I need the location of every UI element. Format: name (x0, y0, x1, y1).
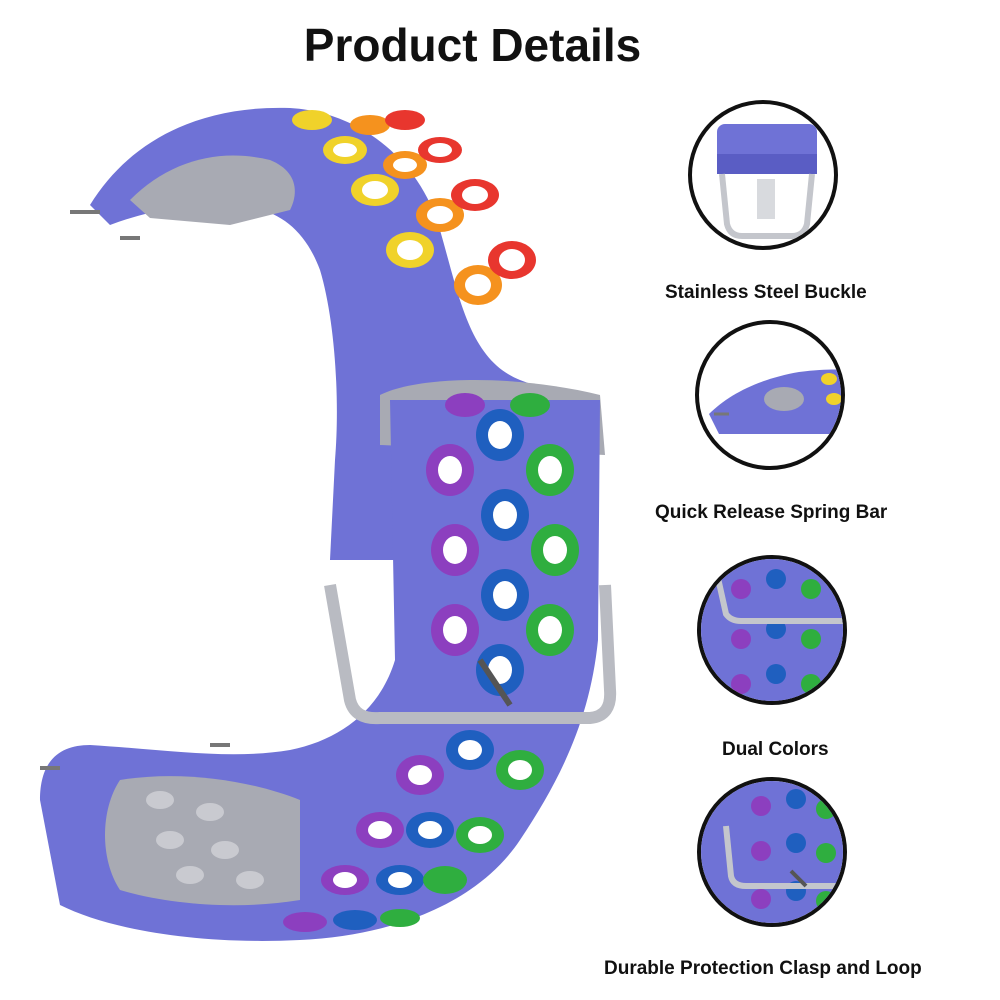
clasp-loop-closeup-icon (701, 781, 843, 923)
detail-circle-buckle (688, 100, 838, 250)
detail-circle-dual-colors (697, 555, 847, 705)
steel-buckle (324, 583, 617, 725)
page-title: Product Details (303, 19, 642, 71)
detail-circle-clasp-loop (697, 777, 847, 927)
detail-circle-spring-bar (695, 320, 845, 470)
detail-label-clasp-loop: Durable Protection Clasp and Loop (604, 958, 922, 979)
buckle-closeup-icon (717, 124, 817, 239)
lower-strap-inner-holes (146, 791, 264, 889)
spring-bars (40, 210, 230, 770)
detail-label-buckle: Stainless Steel Buckle (665, 282, 867, 303)
lower-strap-holes (283, 393, 579, 932)
spring-bar-closeup-icon (709, 369, 841, 434)
detail-label-dual-colors: Dual Colors (722, 739, 829, 760)
watch-band-image (40, 107, 617, 941)
lower-strap-inner (105, 776, 300, 906)
upper-strap-inner (130, 155, 295, 225)
dual-colors-closeup-icon (701, 559, 843, 701)
upper-strap-holes (292, 110, 536, 305)
detail-label-spring-bar: Quick Release Spring Bar (655, 502, 888, 523)
